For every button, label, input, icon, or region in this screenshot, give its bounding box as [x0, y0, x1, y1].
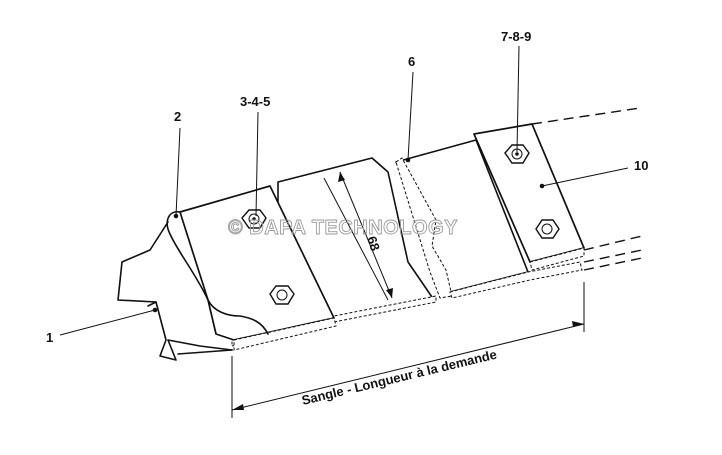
clamp-upper-nut [504, 144, 530, 164]
callout-leaders [59, 45, 629, 336]
callout-3-4-5: 3-4-5 [240, 94, 270, 109]
callout-7-8-9: 7-8-9 [501, 29, 531, 44]
callout-6: 6 [408, 54, 415, 69]
width-dimension: 68 [338, 171, 393, 299]
strap-right-segment [395, 139, 583, 299]
clamp-lower-nut [535, 219, 560, 239]
bracket-upper-nut [241, 209, 267, 229]
width-value: 68 [364, 234, 383, 252]
callout-1: 1 [46, 330, 53, 345]
callout-2: 2 [174, 109, 181, 124]
hinge-bracket [117, 185, 337, 361]
watermark: © DAPA TECHNOLOGY [228, 217, 458, 239]
bracket-lower-nut [269, 285, 295, 305]
callout-10: 10 [634, 158, 648, 173]
length-label: Sangle - Longueur à la demande [300, 347, 498, 408]
